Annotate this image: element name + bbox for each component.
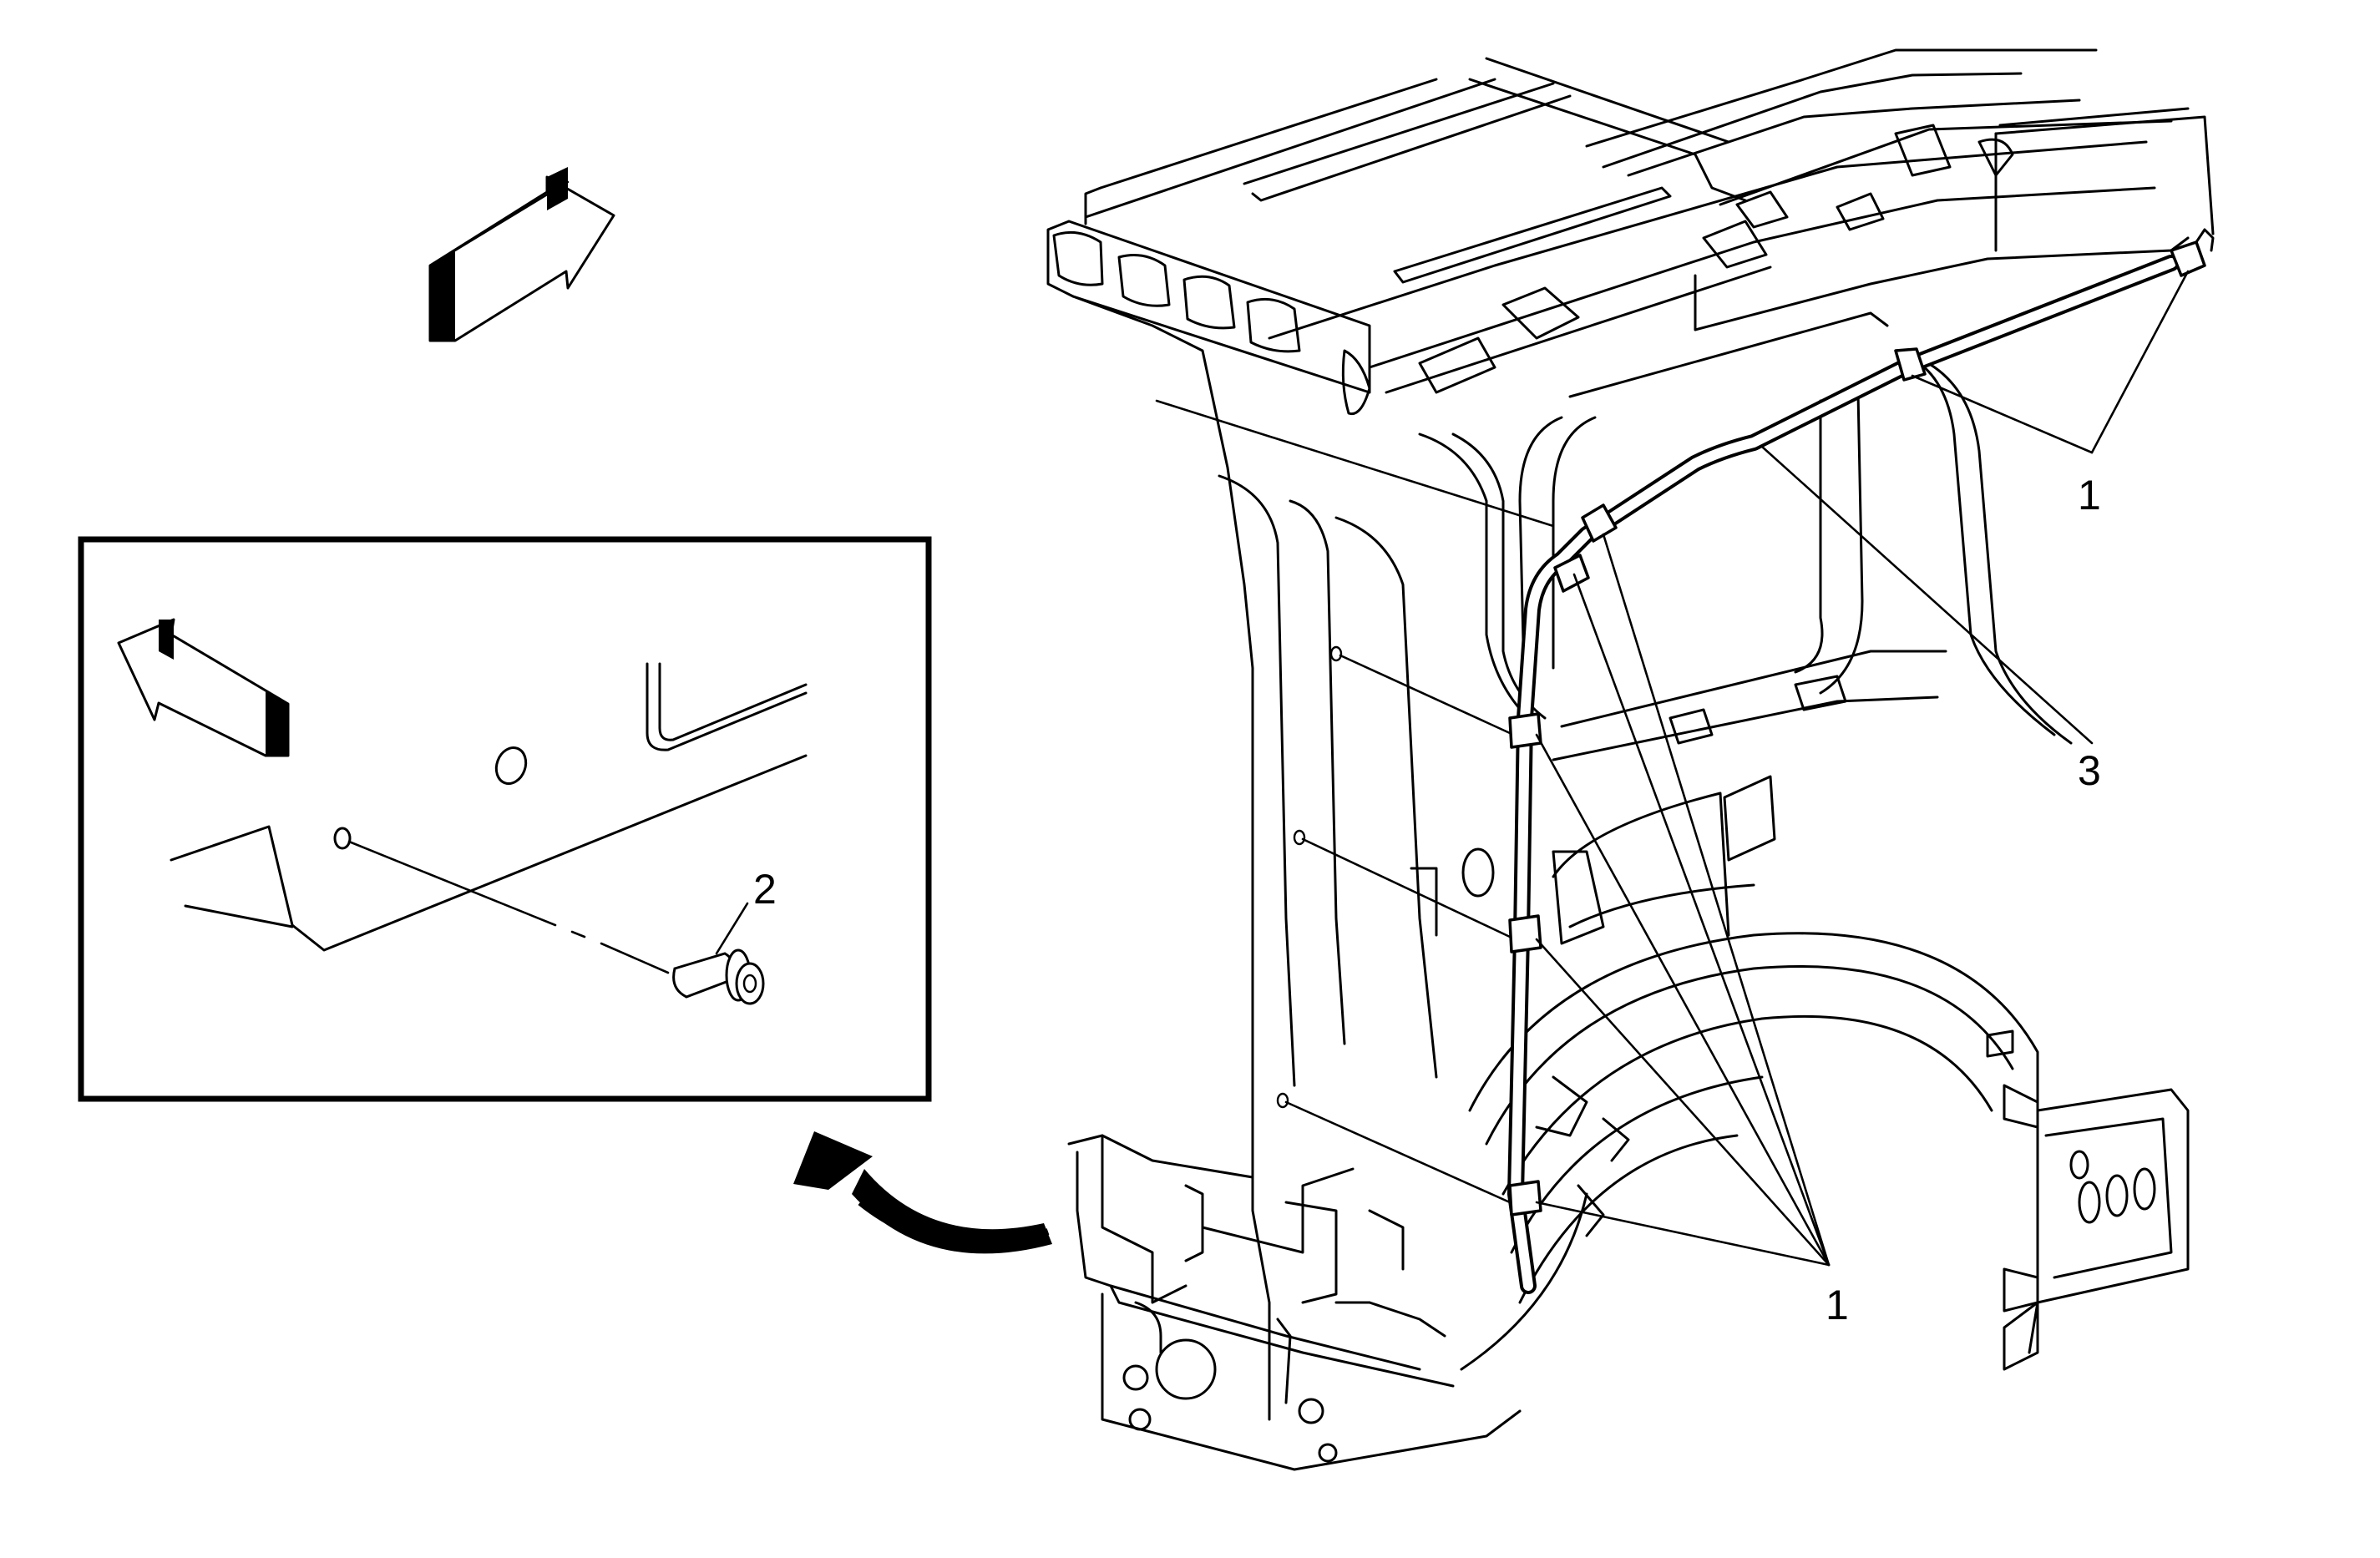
callout-3: 3 [2078, 747, 2101, 794]
forward-arrow-icon [428, 167, 615, 342]
forward-arrow-icon [117, 618, 290, 757]
callout-2: 2 [753, 866, 777, 913]
vehicle-body-structure [1046, 48, 2215, 1471]
push-pin-fastener [672, 948, 765, 1005]
taillamp-openings [2069, 1150, 2156, 1224]
curved-arrow-icon [793, 1131, 1052, 1254]
harness-clip [1508, 240, 2206, 1217]
leader-lines [1155, 270, 2190, 1267]
detail-inset: 2 [78, 536, 932, 1102]
wiring-harness [1507, 228, 2215, 1294]
callout-1-lower: 1 [1826, 1282, 1849, 1328]
callout-1-upper: 1 [2078, 472, 2101, 518]
roof-rail-openings [1052, 230, 1371, 416]
